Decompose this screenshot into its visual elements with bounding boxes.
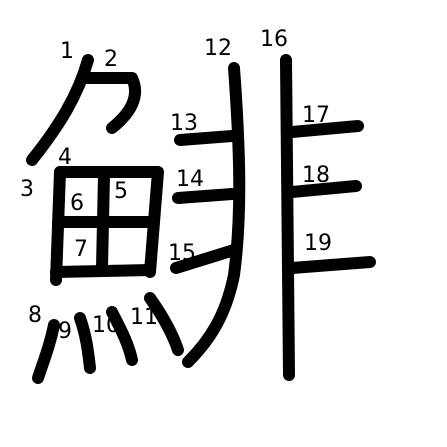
stroke-number-19: 19	[304, 231, 332, 256]
stroke-8	[32, 319, 60, 384]
stroke-number-13: 13	[170, 111, 198, 136]
stroke-number-5: 5	[114, 179, 128, 204]
stroke-4	[54, 166, 164, 278]
stroke-number-labels: 1 2 3 4 5 6 7 8 9 10 11 12 13 14 15 16 1…	[20, 27, 332, 344]
stroke-11	[144, 292, 184, 356]
stroke-13	[174, 130, 238, 146]
stroke-number-9: 9	[58, 319, 72, 344]
stroke-1	[26, 54, 94, 166]
stroke-number-1: 1	[60, 39, 74, 64]
stroke-number-16: 16	[260, 27, 288, 52]
stroke-19	[286, 256, 376, 274]
stroke-7	[50, 264, 156, 278]
stroke-18	[286, 180, 362, 198]
stroke-number-3: 3	[20, 177, 34, 202]
stroke-number-18: 18	[302, 163, 330, 188]
stroke-number-6: 6	[70, 191, 84, 216]
stroke-17	[286, 120, 364, 138]
stroke-12	[182, 62, 246, 368]
stroke-number-15: 15	[168, 241, 196, 266]
stroke-number-7: 7	[74, 237, 88, 262]
stroke-number-2: 2	[104, 47, 118, 72]
stroke-number-17: 17	[302, 103, 330, 128]
stroke-2	[78, 72, 142, 134]
stroke-number-8: 8	[28, 303, 42, 328]
stroke-14	[172, 188, 238, 204]
stroke-number-11: 11	[130, 305, 158, 330]
stroke-15	[170, 244, 240, 274]
stroke-10	[106, 306, 138, 366]
stroke-9	[74, 312, 96, 374]
stroke-number-12: 12	[204, 36, 232, 61]
character-strokes	[26, 54, 376, 384]
stroke-number-4: 4	[58, 145, 72, 170]
stroke-number-10: 10	[92, 313, 120, 338]
stroke-16	[280, 54, 295, 381]
stroke-number-14: 14	[176, 167, 204, 192]
